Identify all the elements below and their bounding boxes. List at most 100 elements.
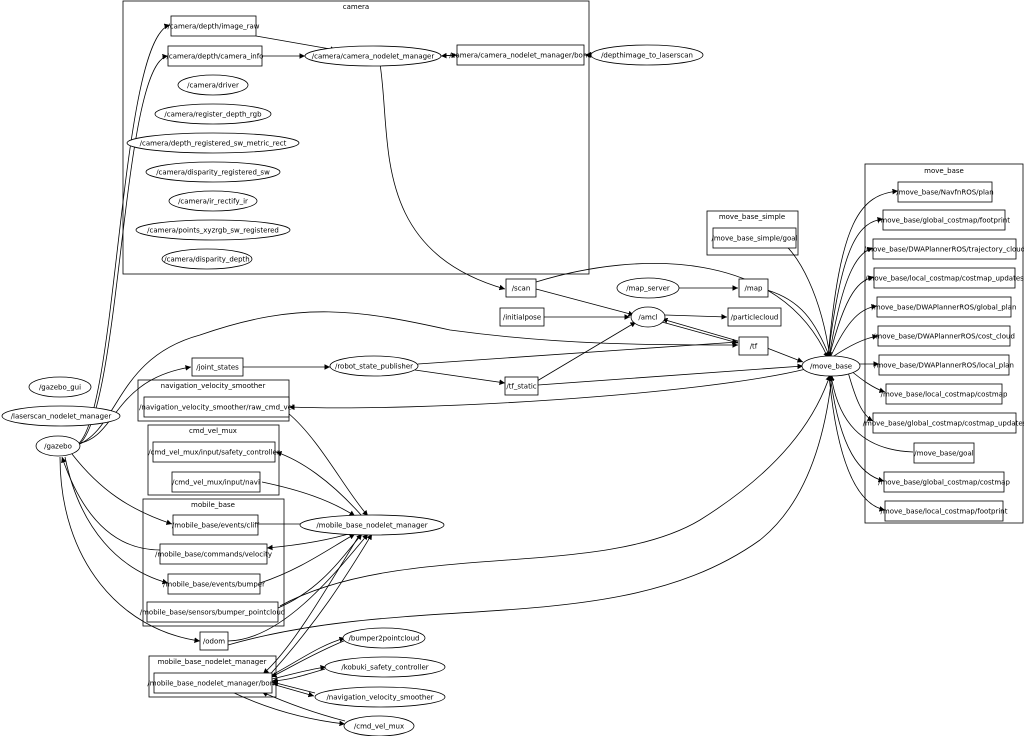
edges [59, 23, 914, 727]
node-gazebo[interactable]: /gazebo [35, 435, 81, 457]
svg-text:/move_base/global_costmap/foot: /move_base/global_costmap/footprint [878, 217, 1010, 225]
node-cmd-vel-mux-navi[interactable]: /cmd_vel_mux/input/navi [171, 471, 261, 493]
cluster-mbnm-label: mobile_base_nodelet_manager [158, 658, 267, 666]
node-tf-static[interactable]: /tf_static [504, 376, 539, 396]
cluster-move-base-label: move_base [924, 167, 964, 175]
cluster-camera: camera [122, 0, 590, 275]
cluster-cmd-vel-mux-label: cmd_vel_mux [189, 427, 237, 435]
svg-text:/camera/depth_registered_sw_me: /camera/depth_registered_sw_metric_rect [140, 140, 287, 148]
svg-text:/move_base: /move_base [810, 363, 852, 371]
node-camera-nodelet-manager-bond[interactable]: /camera/camera_nodelet_manager/bond [449, 44, 592, 66]
node-camera-depth-camera-info[interactable]: /camera/depth/camera_info [167, 45, 264, 67]
cluster-camera-label: camera [343, 3, 369, 11]
svg-text:/mobile_base/events/cliff: /mobile_base/events/cliff [172, 522, 259, 530]
svg-text:/gazebo: /gazebo [44, 443, 72, 451]
cluster-nvs-label: navigation_velocity_smoother [161, 382, 266, 390]
svg-text:/laserscan_nodelet_manager: /laserscan_nodelet_manager [11, 413, 112, 421]
node-gazebo-gui[interactable]: /gazebo_gui [28, 376, 92, 398]
svg-text:/camera/camera_nodelet_manager: /camera/camera_nodelet_manager/bond [449, 52, 591, 60]
svg-text:/depthimage_to_laserscan: /depthimage_to_laserscan [601, 52, 693, 60]
node-initialpose[interactable]: /initialpose [499, 307, 545, 327]
node-mobile-base-commands-velocity[interactable]: /mobile_base/commands/velocity [155, 543, 272, 565]
node-camera-depth-image-raw[interactable]: /camera/depth/image_raw [167, 15, 260, 37]
node-mobile-base-nodelet-manager[interactable]: /mobile_base_nodelet_manager [299, 514, 445, 536]
svg-text:/tf_static: /tf_static [506, 383, 536, 391]
node-mb-dwa-local-plan[interactable]: /move_base/DWAPlannerROS/local_plan [874, 354, 1014, 376]
svg-text:/odom: /odom [203, 638, 225, 646]
node-cmd-vel-mux[interactable]: /cmd_vel_mux [343, 715, 415, 736]
node-mobile-base-sensors-bumper-pointcloud[interactable]: /mobile_base/sensors/bumper_pointcloud [140, 601, 285, 623]
svg-text:/camera/driver: /camera/driver [187, 82, 239, 90]
svg-text:/robot_state_publisher: /robot_state_publisher [335, 363, 413, 371]
node-map-server[interactable]: /map_server [616, 277, 680, 299]
node-mb-global-costmap-updates[interactable]: /move_base/global_costmap/costmap_update… [863, 412, 1024, 434]
cluster-mobile-base: mobile_base [142, 498, 285, 627]
node-depthimage-to-laserscan[interactable]: /depthimage_to_laserscan [590, 44, 704, 66]
svg-text:/kobuki_safety_controller: /kobuki_safety_controller [341, 664, 428, 672]
svg-text:/move_base/DWAPlannerROS/local: /move_base/DWAPlannerROS/local_plan [874, 362, 1014, 370]
svg-text:/move_base/local_costmap/footp: /move_base/local_costmap/footprint [881, 508, 1008, 516]
node-move-base-simple-goal[interactable]: /move_base_simple/goal [711, 227, 798, 249]
svg-text:/tf: /tf [750, 343, 758, 351]
svg-text:/map_server: /map_server [626, 285, 670, 293]
node-navigation-velocity-smoother[interactable]: /navigation_velocity_smoother [314, 686, 446, 708]
node-mb-dwa-cost-cloud[interactable]: /move_base/DWAPlannerROS/cost_cloud [873, 325, 1015, 347]
svg-text:/camera/disparity_depth: /camera/disparity_depth [164, 256, 250, 264]
node-camera-ir-rectify-ir[interactable]: /camera/ir_rectify_ir [168, 190, 258, 212]
svg-text:/move_base_simple/goal: /move_base_simple/goal [711, 235, 797, 243]
node-mb-navfn-plan[interactable]: /move_base/NavfnROS/plan [896, 181, 994, 203]
node-bumper2pointcloud[interactable]: /bumper2pointcloud [342, 627, 426, 649]
node-mobile-base-nodelet-manager-bond[interactable]: /mobile_base_nodelet_manager/bond [147, 672, 279, 694]
node-mb-local-costmap-footprint[interactable]: /move_base/local_costmap/footprint [881, 500, 1008, 522]
node-camera-register-depth-rgb[interactable]: /camera/register_depth_rgb [154, 103, 272, 125]
node-tf[interactable]: /tf [738, 336, 769, 356]
node-mb-local-costmap[interactable]: /move_base/local_costmap/costmap [881, 383, 1008, 405]
svg-text:/mobile_base/sensors/bumper_po: /mobile_base/sensors/bumper_pointcloud [140, 609, 285, 617]
svg-text:/navigation_velocity_smoother: /navigation_velocity_smoother [326, 694, 433, 702]
svg-text:/move_base/DWAPlannerROS/globa: /move_base/DWAPlannerROS/global_plan [872, 304, 1017, 312]
svg-text:/initialpose: /initialpose [503, 314, 541, 322]
svg-text:/camera/camera_nodelet_manager: /camera/camera_nodelet_manager [312, 53, 435, 61]
node-robot-state-publisher[interactable]: /robot_state_publisher [329, 355, 419, 377]
node-camera-points-xyzrgb-sw-registered[interactable]: /camera/points_xyzrgb_sw_registered [135, 219, 291, 241]
node-kobuki-safety-controller[interactable]: /kobuki_safety_controller [324, 656, 446, 678]
node-mb-goal[interactable]: /move_base/goal [913, 442, 975, 464]
svg-text:/gazebo_gui: /gazebo_gui [39, 384, 81, 392]
svg-text:/camera/disparity_registered_s: /camera/disparity_registered_sw [156, 169, 270, 177]
node-map[interactable]: /map [738, 278, 769, 298]
node-joint-states[interactable]: /joint_states [191, 357, 244, 377]
node-laserscan-nodelet-manager[interactable]: /laserscan_nodelet_manager [1, 405, 121, 427]
node-nvs-raw-cmd-vel[interactable]: /navigation_velocity_smoother/raw_cmd_ve… [139, 396, 294, 418]
svg-text:/mobile_base_nodelet_manager/b: /mobile_base_nodelet_manager/bond [147, 680, 278, 688]
node-mb-dwa-global-plan[interactable]: /move_base/DWAPlannerROS/global_plan [872, 296, 1017, 318]
node-mobile-base-events-cliff[interactable]: /mobile_base/events/cliff [172, 514, 259, 536]
cluster-move-base: move_base [864, 163, 1024, 524]
svg-text:/move_base/global_costmap/cost: /move_base/global_costmap/costmap [878, 479, 1010, 487]
node-camera-nodelet-manager[interactable]: /camera/camera_nodelet_manager [304, 45, 442, 67]
svg-text:/joint_states: /joint_states [196, 364, 239, 372]
node-move-base[interactable]: /move_base [801, 355, 861, 377]
node-mb-local-costmap-updates[interactable]: /move_base/local_costmap/costmap_updates [865, 267, 1024, 289]
svg-text:/navigation_velocity_smoother/: /navigation_velocity_smoother/raw_cmd_ve… [139, 404, 294, 412]
node-mb-global-costmap-footprint[interactable]: /move_base/global_costmap/footprint [878, 209, 1010, 231]
node-amcl[interactable]: /amcl [630, 306, 666, 328]
node-mb-global-costmap[interactable]: /move_base/global_costmap/costmap [878, 471, 1010, 493]
svg-text:/mobile_base_nodelet_manager: /mobile_base_nodelet_manager [316, 522, 427, 530]
svg-text:/move_base/goal: /move_base/goal [914, 450, 973, 458]
svg-text:/cmd_vel_mux: /cmd_vel_mux [354, 723, 404, 731]
node-odom[interactable]: /odom [199, 631, 229, 651]
node-camera-depth-registered-sw-metric-rect[interactable]: /camera/depth_registered_sw_metric_rect [126, 132, 300, 154]
node-cmd-vel-mux-safety-controller[interactable]: /cmd_vel_mux/input/safety_controller [148, 441, 280, 463]
cluster-move-base-simple-label: move_base_simple [719, 213, 785, 221]
node-camera-disparity-registered-sw[interactable]: /camera/disparity_registered_sw [145, 161, 281, 183]
node-mobile-base-events-bumper[interactable]: /mobile_base/events/bumper [163, 573, 265, 595]
svg-text:/camera/points_xyzrgb_sw_regis: /camera/points_xyzrgb_sw_registered [147, 227, 279, 235]
node-particlecloud[interactable]: /particlecloud [727, 307, 782, 327]
svg-text:/camera/depth/image_raw: /camera/depth/image_raw [167, 23, 259, 31]
node-camera-disparity-depth[interactable]: /camera/disparity_depth [161, 248, 253, 270]
node-mb-dwa-trajectory-cloud[interactable]: /move_base/DWAPlannerROS/trajectory_clou… [864, 238, 1024, 260]
node-scan[interactable]: /scan [505, 278, 537, 298]
node-camera-driver[interactable]: /camera/driver [177, 74, 249, 96]
cluster-move-base-simple: move_base_simple [706, 210, 799, 256]
